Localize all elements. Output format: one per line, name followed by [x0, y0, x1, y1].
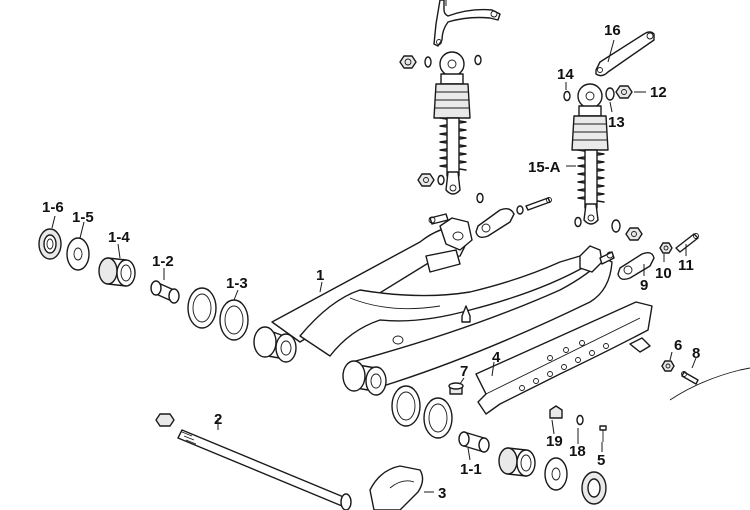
- collar-1-1: [458, 431, 490, 453]
- label-part-11: 11: [678, 257, 694, 274]
- collar-1-2: [150, 280, 180, 304]
- left-shock-top-hardware: [399, 54, 482, 69]
- washer-right: [544, 457, 568, 491]
- label-part-16: 16: [604, 22, 621, 39]
- nut-10: [659, 242, 673, 254]
- rubber-bush-7: [448, 382, 464, 395]
- label-part-2: 2: [214, 411, 222, 428]
- label-part-4: 4: [492, 349, 501, 366]
- left-shock-absorber: [433, 51, 471, 195]
- swingarm: [253, 213, 615, 396]
- label-part-15a: 15-A: [528, 159, 561, 176]
- label-part-14: 14: [557, 66, 574, 83]
- nut-6: [661, 360, 675, 372]
- label-part-6: 6: [674, 337, 682, 354]
- label-part-1-3: 1-3: [226, 275, 248, 292]
- label-part-9: 9: [640, 277, 648, 294]
- label-part-1: 1: [316, 267, 324, 284]
- label-part-3: 3: [438, 485, 446, 502]
- right-shock-mount-bracket: [617, 251, 655, 281]
- swingarm-pivot-front: [253, 326, 297, 363]
- upper-bracket-left: [433, 0, 501, 47]
- chain-guard-holes: [519, 340, 609, 391]
- pivot-axle: [155, 413, 352, 510]
- right-shock-top-hardware: [563, 85, 633, 102]
- swingarm-pivot-rear: [342, 360, 387, 396]
- washer-1-5: [66, 237, 90, 271]
- right-shock-spring: [577, 149, 605, 209]
- label-part-10: 10: [655, 265, 672, 282]
- label-part-12: 12: [650, 84, 667, 101]
- label-part-1-1: 1-1: [460, 461, 482, 478]
- seal-1-6: [38, 228, 62, 260]
- bolt-8: [681, 371, 699, 385]
- fender-edge: [669, 367, 750, 401]
- label-part-8: 8: [692, 345, 700, 362]
- left-shock-mount-bracket: [475, 197, 552, 239]
- chain-guard: [475, 301, 653, 415]
- part-labels: 16 14 12 13 15-A 1-6 1-5 1-4 1-2 1-3 1 9…: [42, 22, 700, 502]
- seal-right: [581, 471, 607, 505]
- label-part-7: 7: [460, 363, 468, 380]
- seal-pair-right: [391, 385, 453, 439]
- left-shock-spring: [439, 117, 467, 177]
- bearing-right: [498, 447, 536, 477]
- label-part-1-2: 1-2: [152, 253, 174, 270]
- upper-bracket-right: [595, 31, 655, 77]
- right-shock-absorber: [571, 83, 609, 225]
- label-part-19: 19: [546, 433, 563, 450]
- label-part-1-4: 1-4: [108, 229, 130, 246]
- label-part-5: 5: [597, 452, 605, 469]
- label-part-1-5: 1-5: [72, 209, 94, 226]
- chain-guard-clip: [549, 405, 563, 419]
- label-part-1-6: 1-6: [42, 199, 64, 216]
- left-shock-bottom-hardware: [417, 173, 484, 204]
- label-part-13: 13: [608, 114, 625, 131]
- washer-18: [576, 414, 584, 426]
- label-part-18: 18: [569, 443, 586, 460]
- bolt-11: [675, 233, 699, 253]
- right-shock-bottom-hardware: [574, 216, 643, 241]
- screw-5: [599, 425, 607, 442]
- leader-lines: [51, 0, 697, 493]
- bearing-1-4: [98, 257, 136, 287]
- bracket-3: [369, 465, 424, 510]
- seal-1-3-pair: [187, 287, 249, 341]
